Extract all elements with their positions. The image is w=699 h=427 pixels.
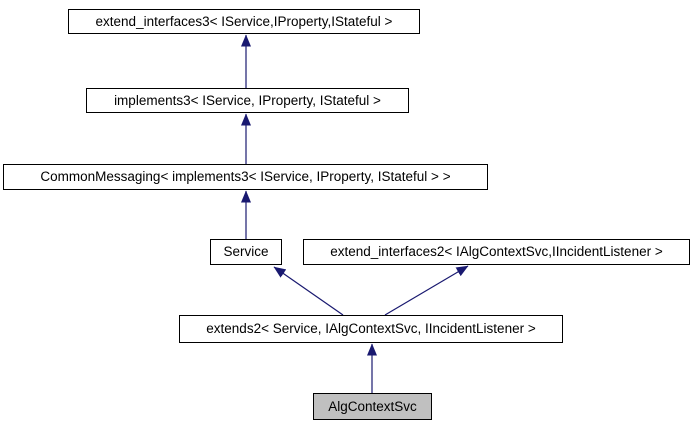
node-extend-interfaces2[interactable]: extend_interfaces2< IAlgContextSvc,IInci… <box>303 239 690 265</box>
edge-extends2-to-service <box>273 266 344 316</box>
node-commonmessaging[interactable]: CommonMessaging< implements3< IService, … <box>3 164 488 190</box>
node-extends2[interactable]: extends2< Service, IAlgContextSvc, IInci… <box>179 315 563 343</box>
node-extend-interfaces3[interactable]: extend_interfaces3< IService,IProperty,I… <box>68 9 420 34</box>
node-service[interactable]: Service <box>210 239 282 265</box>
node-implements3[interactable]: implements3< IService, IProperty, IState… <box>86 88 409 113</box>
node-algcontextsvc-current-class: AlgContextSvc <box>313 393 432 420</box>
edge-extends2-to-extend-interfaces2 <box>384 265 469 316</box>
